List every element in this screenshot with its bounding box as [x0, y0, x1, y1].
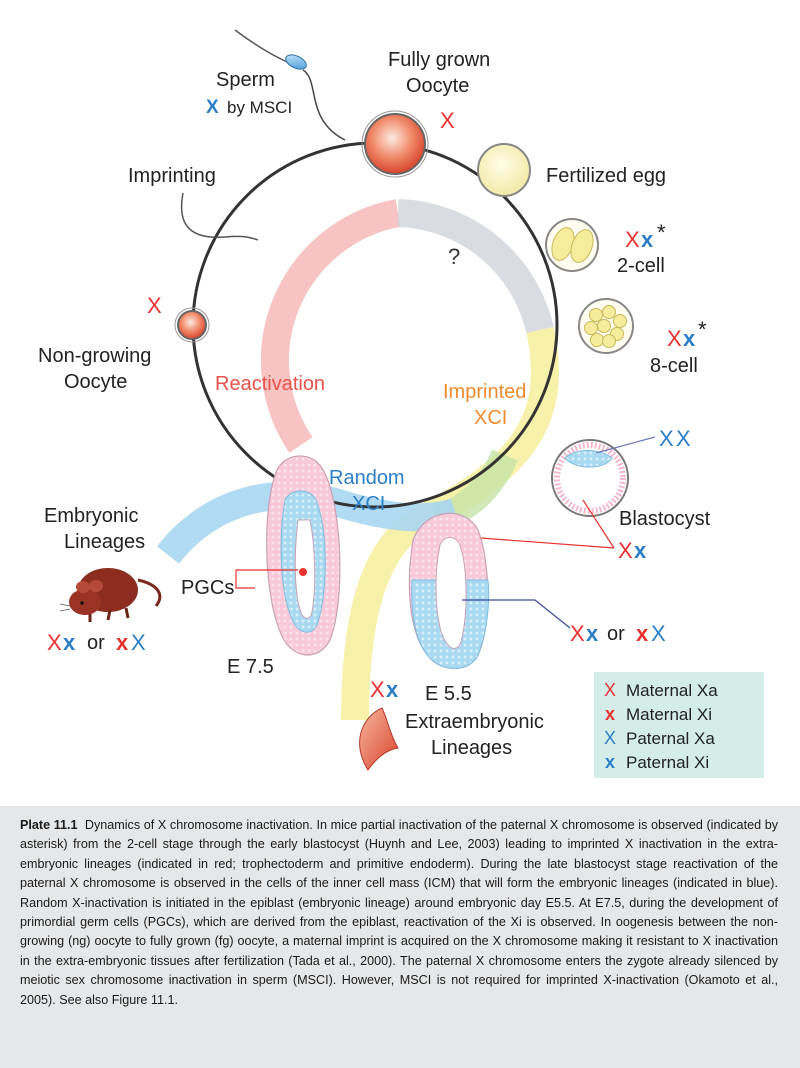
extraembryonic-tissue-icon [359, 707, 399, 771]
eight-cell-label: 8-cell [650, 355, 698, 377]
fully-grown-x-symbol: X [440, 108, 455, 133]
legend-label-0: Maternal Xa [626, 681, 718, 700]
legend-symbol-0: X [604, 680, 616, 700]
caption-text: Dynamics of X chromosome inactivation. I… [20, 818, 779, 1007]
e55-xa-symbol: X [570, 621, 585, 646]
unknown-band [397, 199, 554, 334]
two-cell-xi-symbol: x [641, 227, 654, 252]
extraembryonic-label-line1: Extraembryonic [405, 711, 544, 733]
eight-cell-xi-symbol: x [683, 326, 696, 351]
e75-embryo-icon [266, 455, 341, 656]
extraembryonic-label-line2: Lineages [431, 737, 512, 759]
e55-embryo-icon [408, 512, 490, 669]
imprinting-label: Imprinting [128, 165, 216, 187]
xci-cycle-diagram: Sperm X by MSCI Fully grown Oocyte X Fer… [38, 29, 764, 778]
sperm-msci-label: by MSCI [227, 98, 292, 117]
blastocyst-label: Blastocyst [619, 508, 711, 530]
embryonic-xi-symbol: x [63, 630, 76, 655]
two-cell-label: 2-cell [617, 255, 665, 277]
sperm-label: Sperm [216, 69, 275, 91]
e55-pointer [462, 599, 571, 629]
figure-caption: Plate 11.1 Dynamics of X chromosome inac… [20, 816, 778, 1010]
random-xci-label-line2: XCI [352, 493, 385, 515]
fertilized-egg-icon [477, 143, 531, 197]
caption-box: Plate 11.1 Dynamics of X chromosome inac… [0, 806, 800, 1068]
reactivation-band [260, 199, 401, 453]
imprinted-xci-label-line1: Imprinted [443, 381, 526, 403]
extraembryonic-xa-symbol: X [370, 677, 385, 702]
e55-maternal-xi-symbol: x [636, 621, 649, 646]
imprinting-connector [180, 192, 259, 241]
blastocyst-xx-symbol-1: X [659, 426, 674, 451]
two-cell-asterisk: * [657, 220, 666, 245]
pgcs-pointer [235, 569, 298, 589]
pgcs-label: PGCs [181, 577, 234, 599]
non-growing-x-symbol: X [147, 293, 162, 318]
caption-label: Plate 11.1 [20, 818, 78, 832]
fully-grown-label-line2: Oocyte [406, 75, 469, 97]
extraembryonic-xi-symbol: x [386, 677, 399, 702]
sperm-tail [234, 29, 288, 63]
embryonic-xa-symbol: X [47, 630, 62, 655]
e55-or-label: or [607, 623, 625, 645]
legend-box [594, 672, 764, 778]
eight-cell-xa-symbol: X [667, 326, 682, 351]
inner-cell-mass [564, 450, 613, 468]
legend-symbol-1: x [605, 704, 615, 724]
legend-symbol-3: x [605, 752, 615, 772]
legend-symbol-2: X [604, 728, 616, 748]
sperm-x-symbol: X [206, 97, 219, 118]
embryonic-maternal-xi-symbol: x [116, 630, 129, 655]
e55-xi-symbol: x [586, 621, 599, 646]
non-growing-label-line1: Non-growing [38, 345, 151, 367]
legend-label-2: Paternal Xa [626, 729, 715, 748]
embryonic-lineages-label-line2: Lineages [64, 531, 145, 553]
imprinted-xci-label-line2: XCI [474, 407, 507, 429]
fully-grown-oocyte-icon [364, 113, 426, 175]
legend: X Maternal Xa x Maternal Xi X Paternal X… [594, 672, 764, 778]
blastocyst-xa-symbol: X [618, 538, 633, 563]
embryonic-or-label: or [87, 632, 105, 654]
e55-label: E 5.5 [425, 683, 472, 705]
embryonic-paternal-xa-symbol: X [131, 630, 146, 655]
two-cell-xa-symbol: X [625, 227, 640, 252]
e55-paternal-xa-symbol: X [651, 621, 666, 646]
fertilized-egg-label: Fertilized egg [546, 165, 666, 187]
embryonic-lineages-label-line1: Embryonic [44, 505, 138, 527]
fully-grown-label-line1: Fully grown [388, 49, 490, 71]
blastocyst-xi-symbol: x [634, 538, 647, 563]
sperm-connector [302, 69, 346, 141]
reactivation-label: Reactivation [215, 373, 325, 395]
sperm-head-icon [285, 54, 307, 70]
non-growing-oocyte-icon [177, 310, 207, 340]
random-xci-label-line1: Random [329, 467, 405, 489]
legend-label-3: Paternal Xi [626, 753, 709, 772]
legend-label-1: Maternal Xi [626, 705, 712, 724]
e75-label: E 7.5 [227, 656, 274, 678]
mouse-icon [59, 568, 162, 622]
unknown-stage-label: ? [448, 244, 460, 269]
blastocyst-xx-symbol-2: X [676, 426, 691, 451]
eight-cell-asterisk: * [698, 317, 707, 342]
non-growing-label-line2: Oocyte [64, 371, 127, 393]
